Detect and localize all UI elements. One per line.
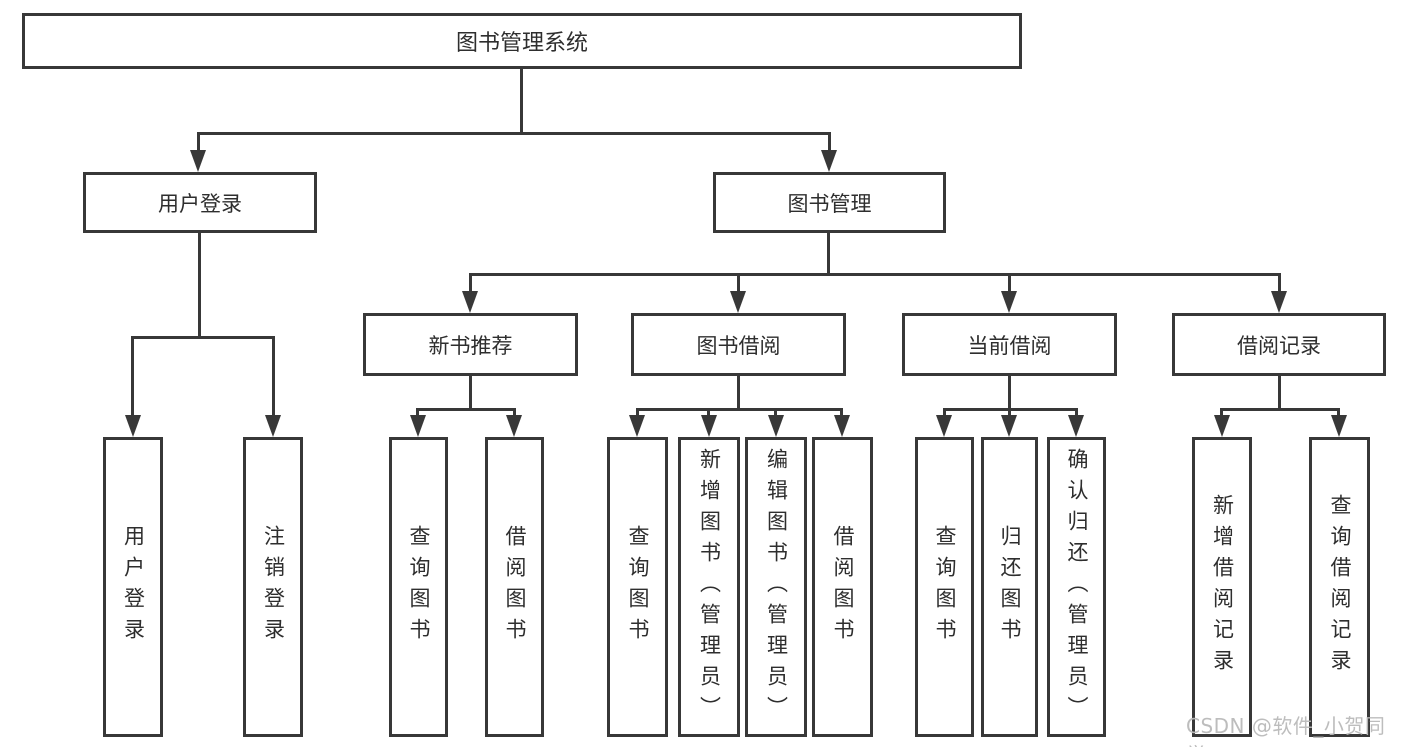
- connector-line: [1075, 408, 1078, 420]
- connector-line: [469, 273, 472, 293]
- node-user-login: 用户登录: [83, 172, 317, 233]
- arrow-down-icon: [506, 415, 522, 437]
- connector-line: [131, 336, 134, 417]
- arrow-down-icon: [821, 150, 837, 172]
- leaf-query-books-recommend-label: 查询图书: [407, 525, 431, 649]
- connector-line: [840, 408, 843, 420]
- node-new-book-recommend-label: 新书推荐: [428, 333, 513, 358]
- arrow-down-icon: [190, 150, 206, 172]
- connector-line: [707, 408, 710, 420]
- leaf-edit-book-admin-label: 编辑图书（管理员）: [764, 447, 789, 727]
- connector-line: [1278, 273, 1281, 293]
- leaf-query-books-current-label: 查询图书: [933, 525, 957, 649]
- leaf-query-books-borrow-label: 查询图书: [626, 525, 650, 649]
- connector-line: [636, 408, 843, 411]
- connector-line: [197, 132, 831, 135]
- connector-line: [416, 408, 419, 420]
- node-book-borrow-label: 图书借阅: [696, 333, 781, 358]
- node-user-login-label: 用户登录: [158, 191, 242, 216]
- connector-line: [1220, 408, 1340, 411]
- leaf-user-login: 用户登录: [103, 437, 163, 737]
- node-borrow-records-label: 借阅记录: [1237, 333, 1321, 358]
- connector-line: [197, 132, 200, 154]
- arrow-down-icon: [1271, 291, 1287, 313]
- arrow-down-icon: [462, 291, 478, 313]
- leaf-borrow-books-recommend: 借阅图书: [485, 437, 544, 737]
- connector-line: [1008, 376, 1011, 408]
- leaf-confirm-return-admin-label: 确认归还（管理员）: [1065, 447, 1089, 727]
- connector-line: [1337, 408, 1340, 420]
- arrow-down-icon: [125, 415, 141, 437]
- connector-line: [636, 408, 639, 420]
- connector-line: [520, 69, 523, 132]
- connector-line: [737, 273, 740, 293]
- connector-line: [131, 336, 275, 339]
- arrow-down-icon: [1001, 415, 1017, 437]
- node-current-borrow-label: 当前借阅: [967, 333, 1052, 358]
- node-borrow-records: 借阅记录: [1172, 313, 1386, 376]
- connector-line: [1008, 408, 1011, 420]
- csdn-watermark: CSDN @软件_小贺同学: [1186, 714, 1386, 747]
- leaf-logout-login-label: 注销登录: [261, 525, 286, 649]
- connector-line: [198, 233, 201, 336]
- node-book-management: 图书管理: [713, 172, 946, 233]
- leaf-user-login-label: 用户登录: [121, 525, 146, 649]
- arrow-down-icon: [265, 415, 281, 437]
- connector-line: [272, 336, 275, 417]
- arrow-down-icon: [834, 415, 850, 437]
- leaf-add-book-admin: 新增图书（管理员）: [678, 437, 740, 737]
- leaf-query-borrow-record: 查询借阅记录: [1309, 437, 1370, 737]
- leaf-query-borrow-record-label: 查询借阅记录: [1328, 494, 1352, 680]
- node-book-management-label: 图书管理: [787, 191, 872, 216]
- arrow-down-icon: [629, 415, 645, 437]
- connector-line: [469, 273, 1281, 276]
- connector-line: [827, 233, 830, 273]
- connector-line: [774, 408, 777, 420]
- connector-line: [737, 376, 740, 408]
- arrow-down-icon: [1001, 291, 1017, 313]
- arrow-down-icon: [1331, 415, 1347, 437]
- arrow-down-icon: [701, 415, 717, 437]
- leaf-add-borrow-record-label: 新增借阅记录: [1210, 494, 1235, 680]
- leaf-borrow-books-recommend-label: 借阅图书: [503, 525, 527, 649]
- leaf-query-books-recommend: 查询图书: [389, 437, 448, 737]
- leaf-add-borrow-record: 新增借阅记录: [1192, 437, 1252, 737]
- leaf-query-books-current: 查询图书: [915, 437, 974, 737]
- arrow-down-icon: [730, 291, 746, 313]
- connector-line: [1220, 408, 1223, 420]
- node-current-borrow: 当前借阅: [902, 313, 1117, 376]
- leaf-return-book: 归还图书: [981, 437, 1038, 737]
- arrow-down-icon: [768, 415, 784, 437]
- connector-line: [416, 408, 516, 411]
- arrow-down-icon: [936, 415, 952, 437]
- connector-line: [943, 408, 946, 420]
- leaf-query-books-borrow: 查询图书: [607, 437, 668, 737]
- arrow-down-icon: [1214, 415, 1230, 437]
- leaf-add-book-admin-label: 新增图书（管理员）: [697, 447, 722, 727]
- node-library-system: 图书管理系统: [22, 13, 1022, 69]
- leaf-borrow-books-2: 借阅图书: [812, 437, 873, 737]
- leaf-confirm-return-admin: 确认归还（管理员）: [1047, 437, 1106, 737]
- arrow-down-icon: [1068, 415, 1084, 437]
- node-new-book-recommend: 新书推荐: [363, 313, 578, 376]
- connector-line: [469, 376, 472, 408]
- connector-line: [1008, 273, 1011, 293]
- node-book-borrow: 图书借阅: [631, 313, 846, 376]
- arrow-down-icon: [410, 415, 426, 437]
- leaf-logout-login: 注销登录: [243, 437, 303, 737]
- leaf-borrow-books-2-label: 借阅图书: [831, 525, 855, 649]
- connector-line: [513, 408, 516, 420]
- connector-line: [828, 132, 831, 154]
- leaf-edit-book-admin: 编辑图书（管理员）: [745, 437, 807, 737]
- leaf-return-book-label: 归还图书: [998, 525, 1022, 649]
- node-library-system-label: 图书管理系统: [455, 31, 588, 56]
- connector-line: [1278, 376, 1281, 408]
